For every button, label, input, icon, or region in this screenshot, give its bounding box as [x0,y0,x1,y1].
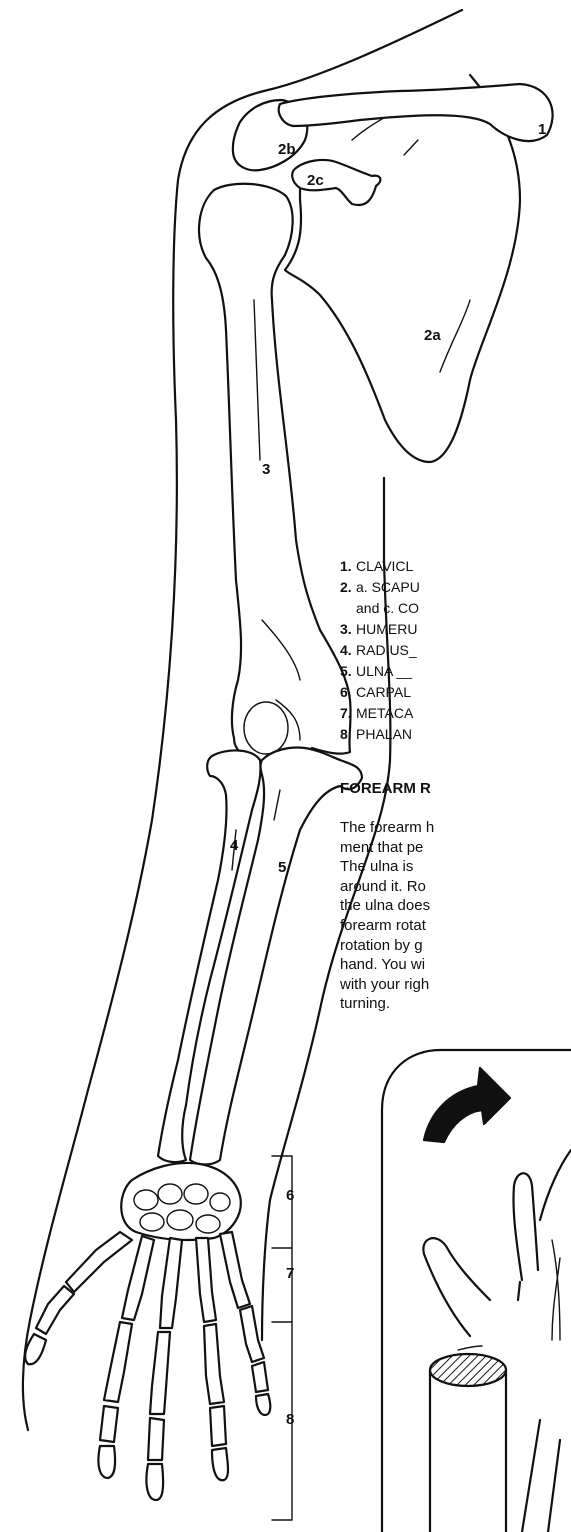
label-clavicle: 1 [538,121,546,138]
paragraph-line: rotation by g [340,936,571,956]
label-coracoid: 2c [307,172,324,189]
legend-item-continuation: and c. CO [340,598,571,619]
paragraph-line: ment that pe [340,838,571,858]
metacarpals [66,1232,250,1328]
label-metacarpals: 7 [286,1265,294,1282]
legend-item: 4.RADIUS_ [340,640,571,661]
paragraph-line: around it. Ro [340,877,571,897]
label-radius: 4 [230,837,239,854]
legend-item: 5.ULNA __ [340,661,571,682]
legend-item: 8.PHALAN [340,724,571,745]
bone-legend: 1.CLAVICL 2.a. SCAPU and c. CO 3.HUMERU … [340,556,571,745]
label-humerus: 3 [262,461,270,478]
clavicle [279,84,553,141]
legend-item: 1.CLAVICL [340,556,571,577]
carpals [121,1163,241,1240]
legend-item: 3.HUMERU [340,619,571,640]
scapula [285,75,520,462]
paragraph-line: The ulna is [340,857,571,877]
legend-item: 7.METACA [340,703,571,724]
phalanges [25,1286,270,1500]
paragraph-line: with your righ [340,975,571,995]
humerus [199,184,351,763]
label-carpals: 6 [286,1187,294,1204]
paragraph-line: turning. [340,994,571,1014]
label-ulna: 5 [278,859,286,876]
forearm-rotation-inset [382,1050,571,1532]
paragraph-line: The forearm h [340,818,571,838]
coracoid-process [292,160,380,205]
forearm-paragraph: The forearm h ment that pe The ulna is a… [340,818,571,1014]
label-scapula: 2a [424,327,441,344]
region-bracket [272,1156,292,1520]
paragraph-line: hand. You wi [340,955,571,975]
label-acromion: 2b [278,141,296,158]
section-heading: FOREARM R [340,780,571,797]
label-phalanges: 8 [286,1411,294,1428]
legend-item: 6.CARPAL [340,682,571,703]
paragraph-line: forearm rotat [340,916,571,936]
paragraph-line: the ulna does [340,896,571,916]
legend-item: 2.a. SCAPU [340,577,571,598]
